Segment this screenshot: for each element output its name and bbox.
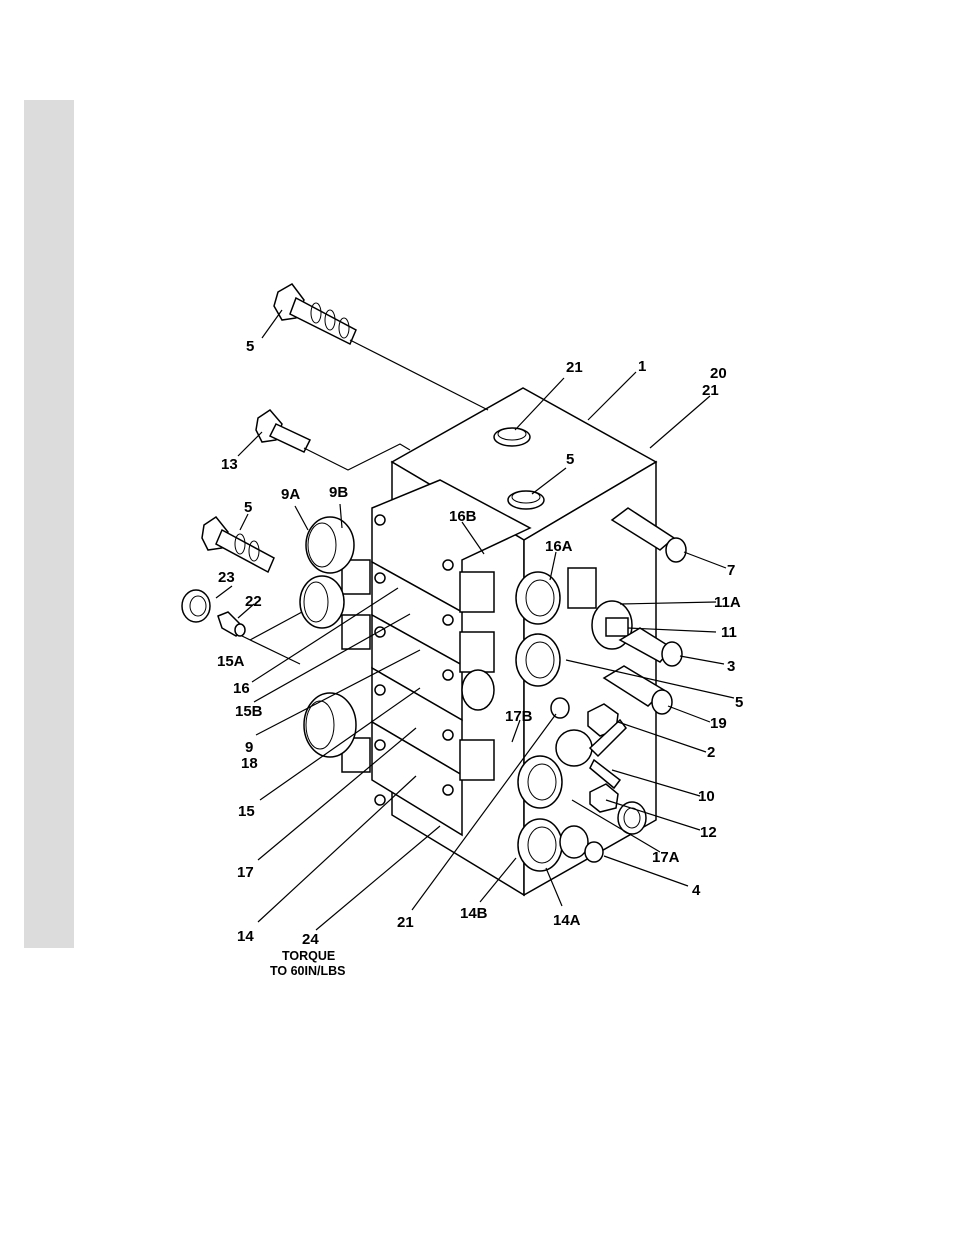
label-11a: 11A [714, 594, 741, 611]
label-5-middle: 5 [244, 499, 252, 516]
label-21-bottom: 21 [397, 914, 414, 931]
label-12: 12 [700, 824, 717, 841]
label-11: 11 [721, 624, 737, 641]
label-16a: 16A [545, 538, 573, 555]
label-7: 7 [727, 562, 735, 579]
label-1: 1 [638, 358, 646, 375]
label-17: 17 [237, 864, 254, 881]
label-9b: 9B [329, 484, 348, 501]
label-21-right: 21 [702, 382, 719, 399]
torque-note-line2: TO 60IN/LBS [270, 964, 345, 978]
label-4: 4 [692, 882, 701, 899]
label-2: 2 [707, 744, 715, 761]
label-3: 3 [727, 658, 735, 675]
label-5-right: 5 [735, 694, 743, 711]
label-24: 24 [302, 931, 319, 948]
label-17b: 17B [505, 708, 533, 725]
label-5-plug: 5 [566, 451, 574, 468]
label-14b: 14B [460, 905, 488, 922]
label-23: 23 [218, 569, 235, 586]
label-22: 22 [245, 593, 262, 610]
label-18: 18 [241, 755, 258, 772]
label-14a: 14A [553, 912, 581, 929]
label-9: 9 [245, 739, 253, 756]
label-14: 14 [237, 928, 254, 945]
label-16b: 16B [449, 508, 477, 525]
label-19: 19 [710, 715, 727, 732]
label-5-top: 5 [246, 338, 254, 355]
label-16: 16 [233, 680, 250, 697]
label-10: 10 [698, 788, 715, 805]
label-9a: 9A [281, 486, 300, 503]
label-17a: 17A [652, 849, 680, 866]
label-21-top: 21 [566, 359, 583, 376]
label-13: 13 [221, 456, 238, 473]
label-15a: 15A [217, 653, 245, 670]
torque-note-line1: TORQUE [282, 949, 335, 963]
label-15: 15 [238, 803, 255, 820]
label-15b: 15B [235, 703, 263, 720]
label-20: 20 [710, 365, 727, 382]
